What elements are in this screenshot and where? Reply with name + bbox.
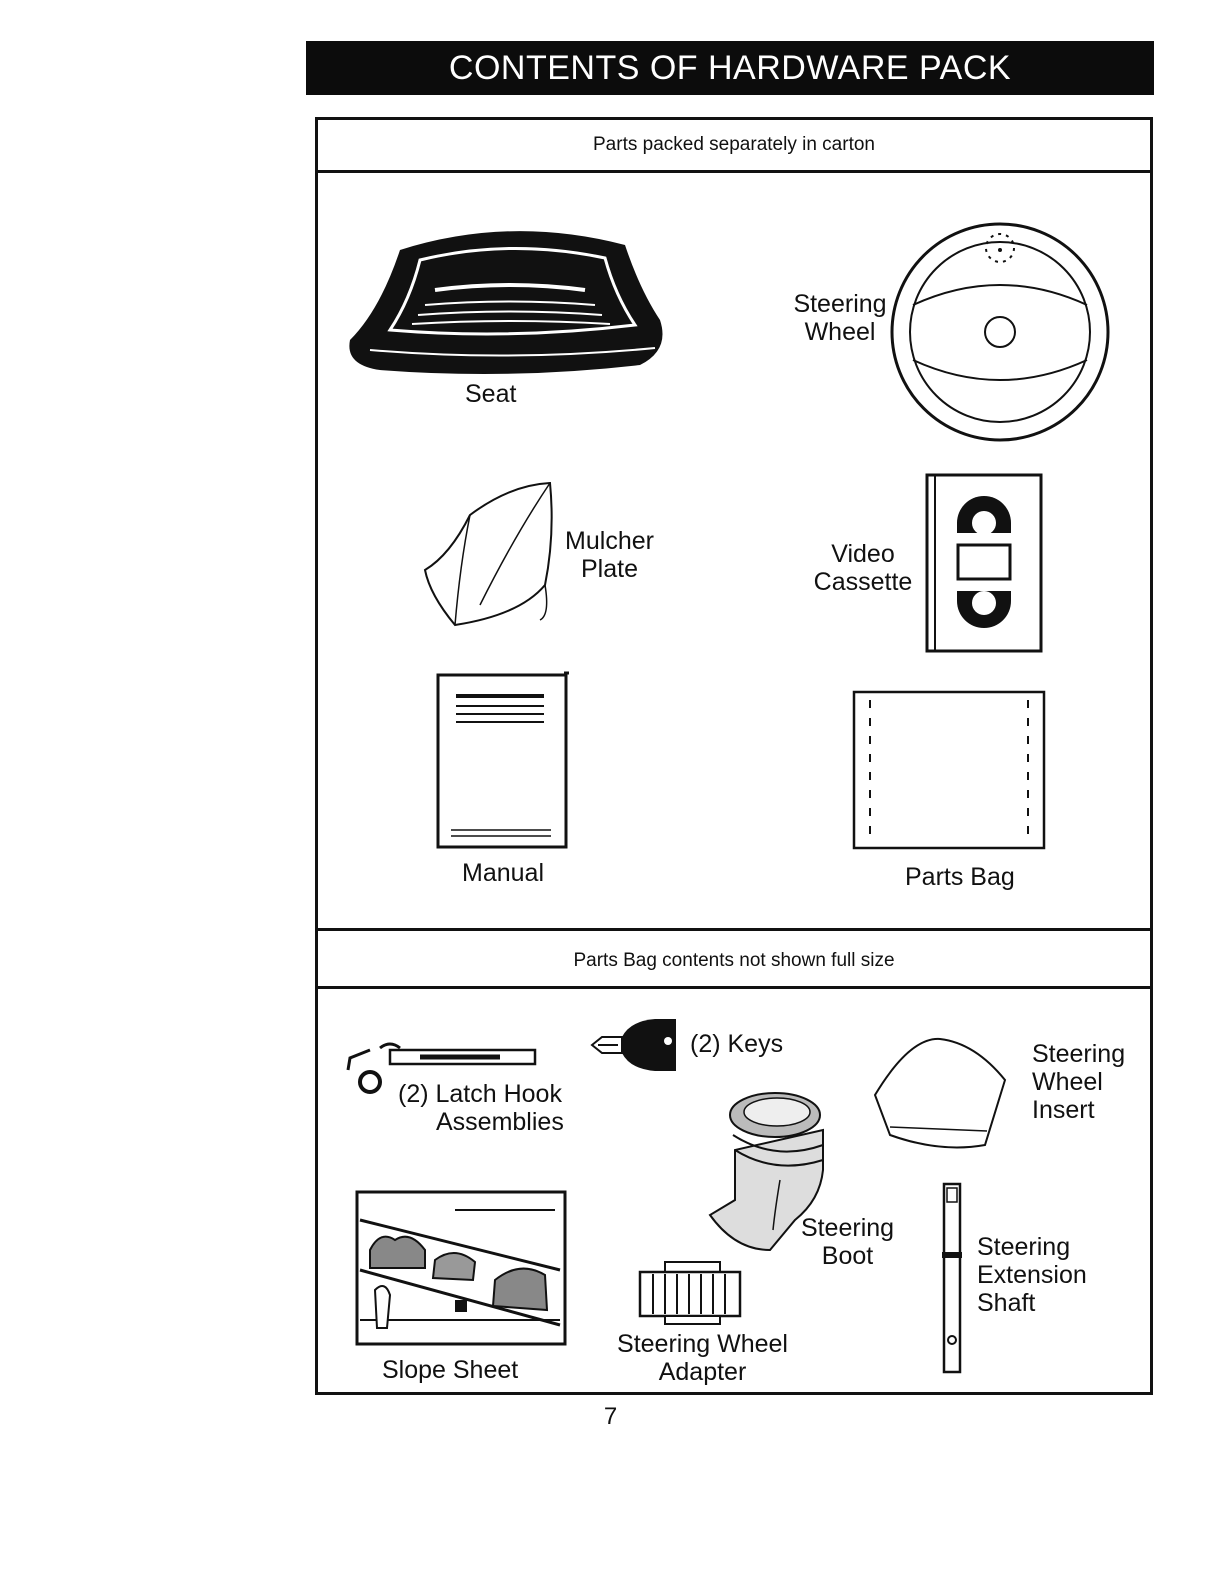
page-number: 7 bbox=[0, 1403, 1221, 1431]
steering-wheel-insert-label: Steering Wheel Insert bbox=[1032, 1040, 1125, 1124]
mulcher-plate-illustration bbox=[420, 475, 565, 630]
steering-wheel-adapter-illustration bbox=[635, 1260, 745, 1330]
steering-wheel-adapter-label: Steering Wheel Adapter bbox=[605, 1330, 800, 1386]
keys-label: (2) Keys bbox=[690, 1030, 783, 1058]
steering-extension-shaft-label: Steering Extension Shaft bbox=[977, 1233, 1087, 1317]
carton-parts-header: Parts packed separately in carton bbox=[318, 134, 1150, 156]
steering-extension-shaft-illustration bbox=[938, 1182, 966, 1377]
page-title: CONTENTS OF HARDWARE PACK bbox=[306, 41, 1154, 95]
slope-sheet-label: Slope Sheet bbox=[382, 1356, 518, 1384]
parts-bag-illustration bbox=[852, 690, 1046, 852]
parts-bag-header: Parts Bag contents not shown full size bbox=[318, 950, 1150, 972]
video-cassette-label: Video Cassette bbox=[808, 540, 918, 596]
steering-boot-label: Steering Boot bbox=[800, 1214, 895, 1270]
manual-illustration bbox=[436, 670, 571, 850]
seat-illustration bbox=[340, 220, 675, 385]
steering-wheel-insert-illustration bbox=[865, 1035, 1015, 1155]
video-cassette-illustration bbox=[925, 473, 1043, 653]
divider bbox=[318, 170, 1150, 173]
mulcher-plate-label: Mulcher Plate bbox=[562, 527, 657, 583]
key-illustration bbox=[590, 1015, 690, 1075]
slope-sheet-illustration bbox=[355, 1190, 567, 1350]
seat-label: Seat bbox=[465, 380, 516, 408]
divider bbox=[318, 928, 1150, 931]
steering-wheel-label: Steering Wheel bbox=[790, 290, 890, 346]
latch-hook-label: (2) Latch Hook Assemblies bbox=[398, 1080, 583, 1136]
divider bbox=[318, 986, 1150, 989]
steering-wheel-illustration bbox=[885, 220, 1115, 445]
manual-label: Manual bbox=[462, 859, 544, 887]
parts-bag-label: Parts Bag bbox=[905, 863, 1015, 891]
